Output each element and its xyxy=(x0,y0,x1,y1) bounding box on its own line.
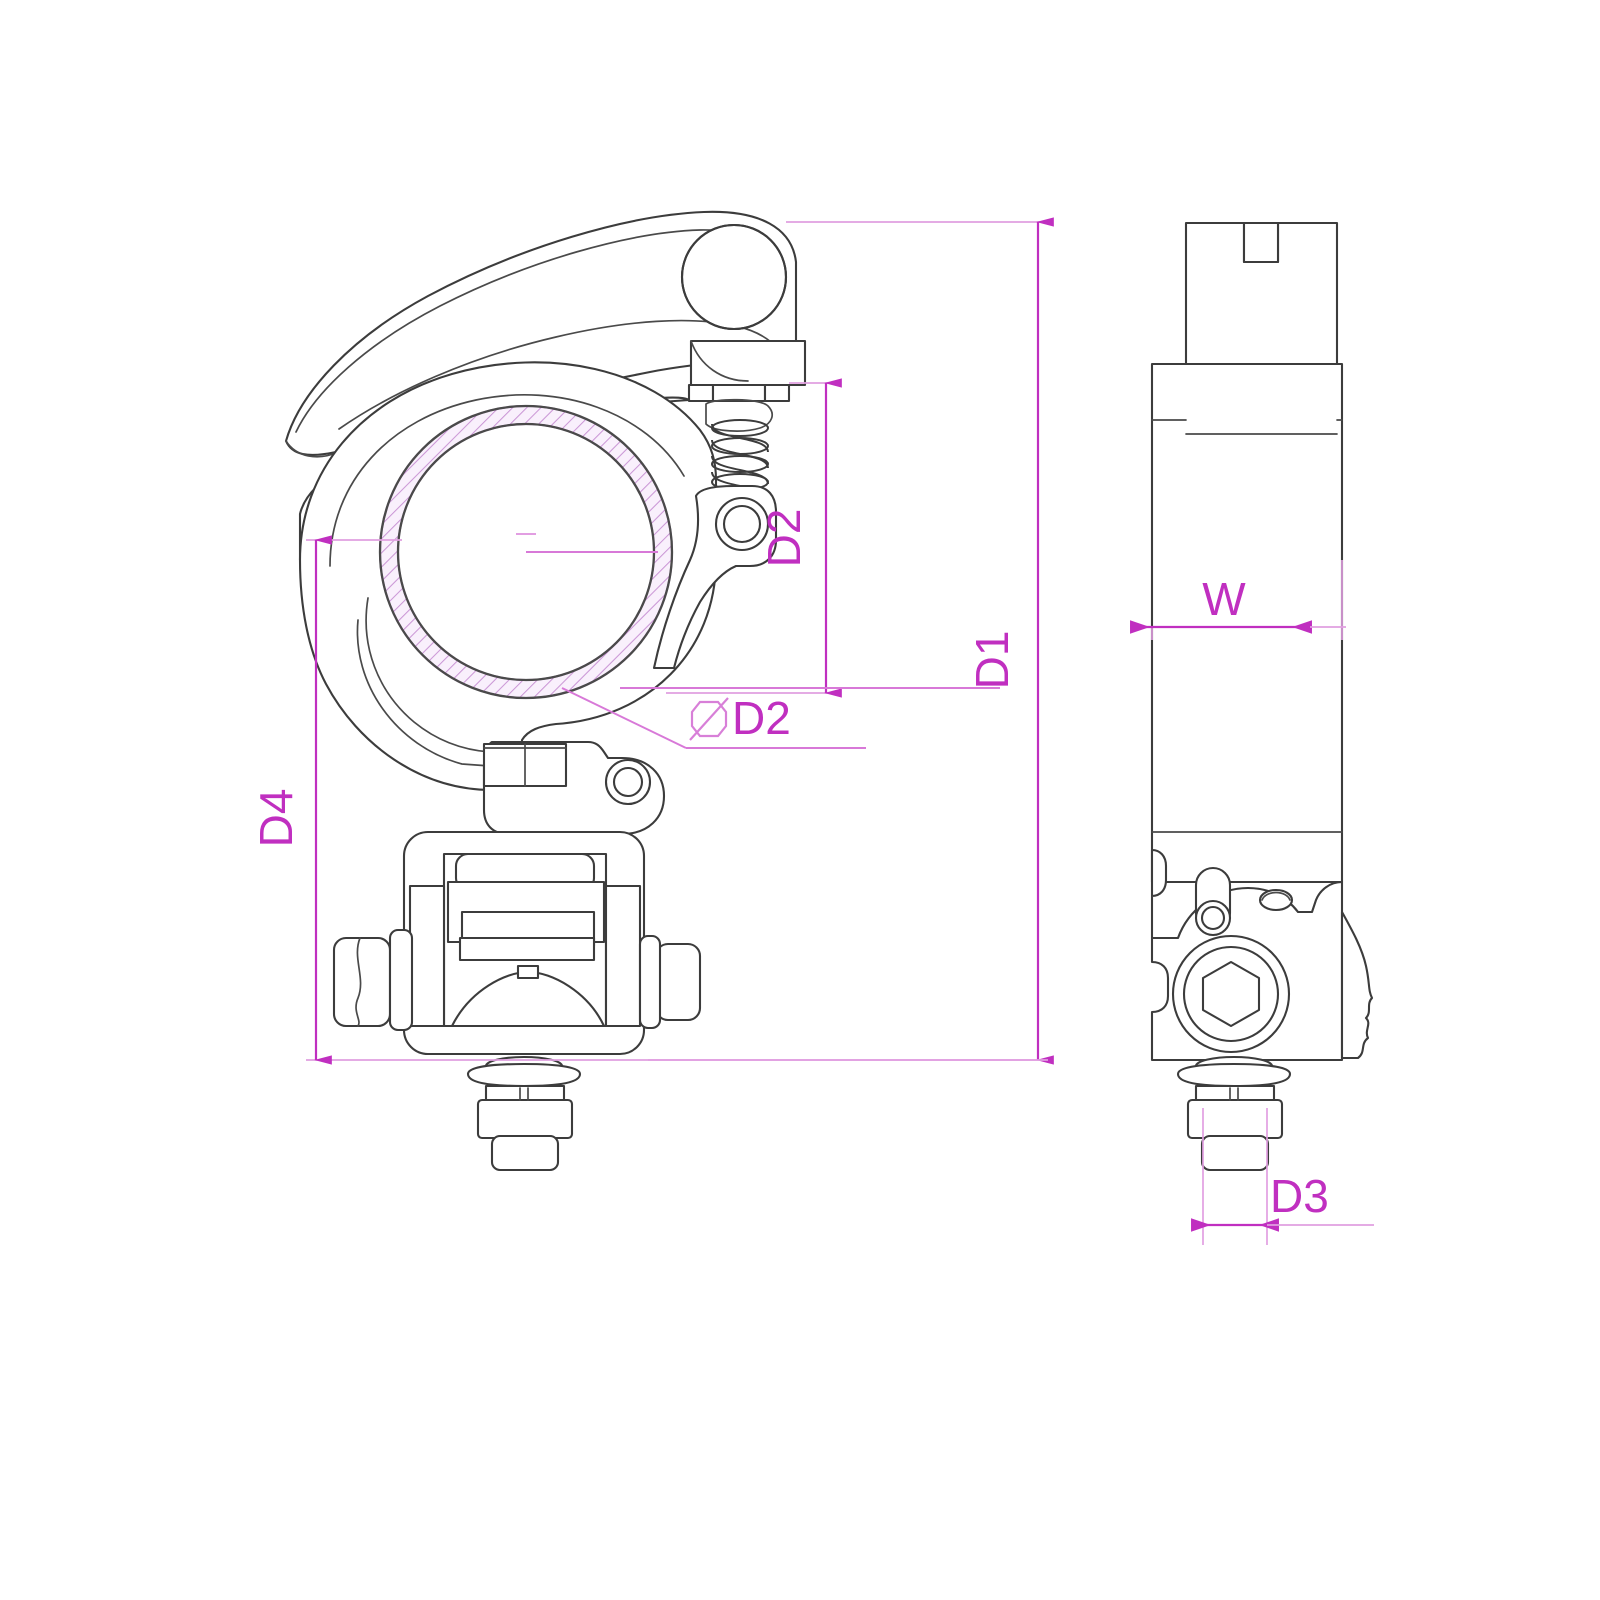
bolt-head-block xyxy=(687,339,807,403)
side-view xyxy=(1150,221,1374,1172)
dim-label-w: W xyxy=(1202,573,1246,625)
dimension-layer: D1 D2 D2 D4 xyxy=(250,217,1374,1245)
base-spigot xyxy=(466,1055,582,1172)
lower-flange xyxy=(482,740,666,836)
lower-clamp-block xyxy=(332,830,702,1056)
side-base-spigot xyxy=(1176,1055,1292,1172)
hinged-jaw xyxy=(652,484,778,670)
left-bolt-end xyxy=(332,936,392,1028)
coil-spring xyxy=(705,398,773,513)
dim-label-d3: D3 xyxy=(1270,1170,1329,1222)
dim-label-d4: D4 xyxy=(250,789,302,848)
knurled-hook xyxy=(1340,910,1374,1060)
dim-label-d1: D1 xyxy=(966,631,1018,690)
tube-section-ring xyxy=(378,404,674,700)
front-view xyxy=(284,210,807,1172)
side-body xyxy=(1150,362,1344,884)
flange-fastener-eye xyxy=(604,758,652,806)
clamp-body xyxy=(298,361,718,792)
hex-socket xyxy=(1201,960,1261,1028)
dim-label-d2: D2 xyxy=(758,509,810,568)
right-bolt-end xyxy=(654,942,702,1022)
side-lower-head xyxy=(1150,848,1374,1062)
d2-diameter-leader xyxy=(526,551,1000,749)
diameter-icon xyxy=(689,697,729,741)
dim-label-d2-diameter: D2 xyxy=(732,692,791,744)
